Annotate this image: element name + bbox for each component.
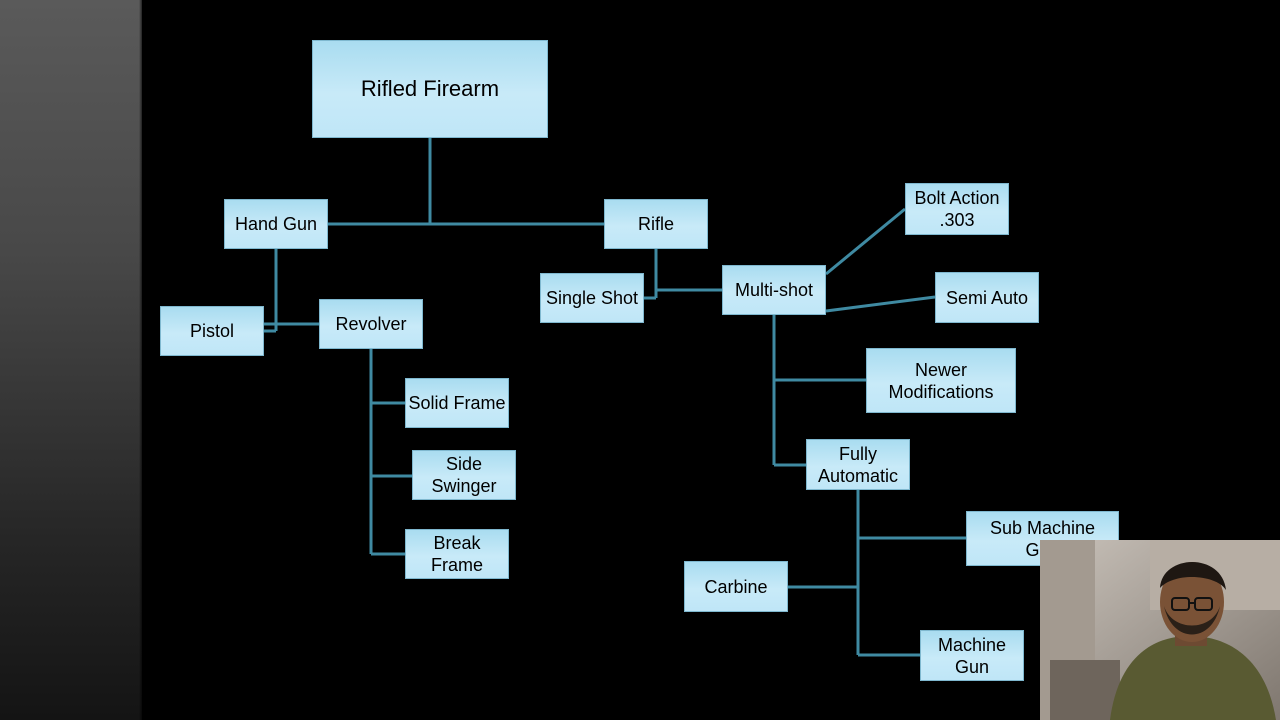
node-revolver: Revolver (319, 299, 423, 349)
node-multi-shot: Multi-shot (722, 265, 826, 315)
node-side-swinger: Side Swinger (412, 450, 516, 500)
node-newer-modifications: Newer Modifications (866, 348, 1016, 413)
node-rifle: Rifle (604, 199, 708, 249)
node-fully-automatic: Fully Automatic (806, 439, 910, 490)
webcam-overlay (1040, 540, 1280, 720)
connectors (264, 138, 966, 657)
node-machine-gun: Machine Gun (920, 630, 1024, 681)
node-hand-gun: Hand Gun (224, 199, 328, 249)
connector-line (825, 207, 906, 276)
node-solid-frame: Solid Frame (405, 378, 509, 428)
node-semi-auto: Semi Auto (935, 272, 1039, 323)
connector-line (825, 295, 936, 313)
node-carbine: Carbine (684, 561, 788, 612)
node-bolt-action: Bolt Action .303 (905, 183, 1009, 235)
node-pistol: Pistol (160, 306, 264, 356)
node-single-shot: Single Shot (540, 273, 644, 323)
side-panel (0, 0, 142, 720)
node-rifled-firearm: Rifled Firearm (312, 40, 548, 138)
person-icon (1040, 540, 1280, 720)
node-break-frame: Break Frame (405, 529, 509, 579)
diagram-slide: Rifled Firearm Hand Gun Rifle Pistol Rev… (142, 0, 1280, 720)
